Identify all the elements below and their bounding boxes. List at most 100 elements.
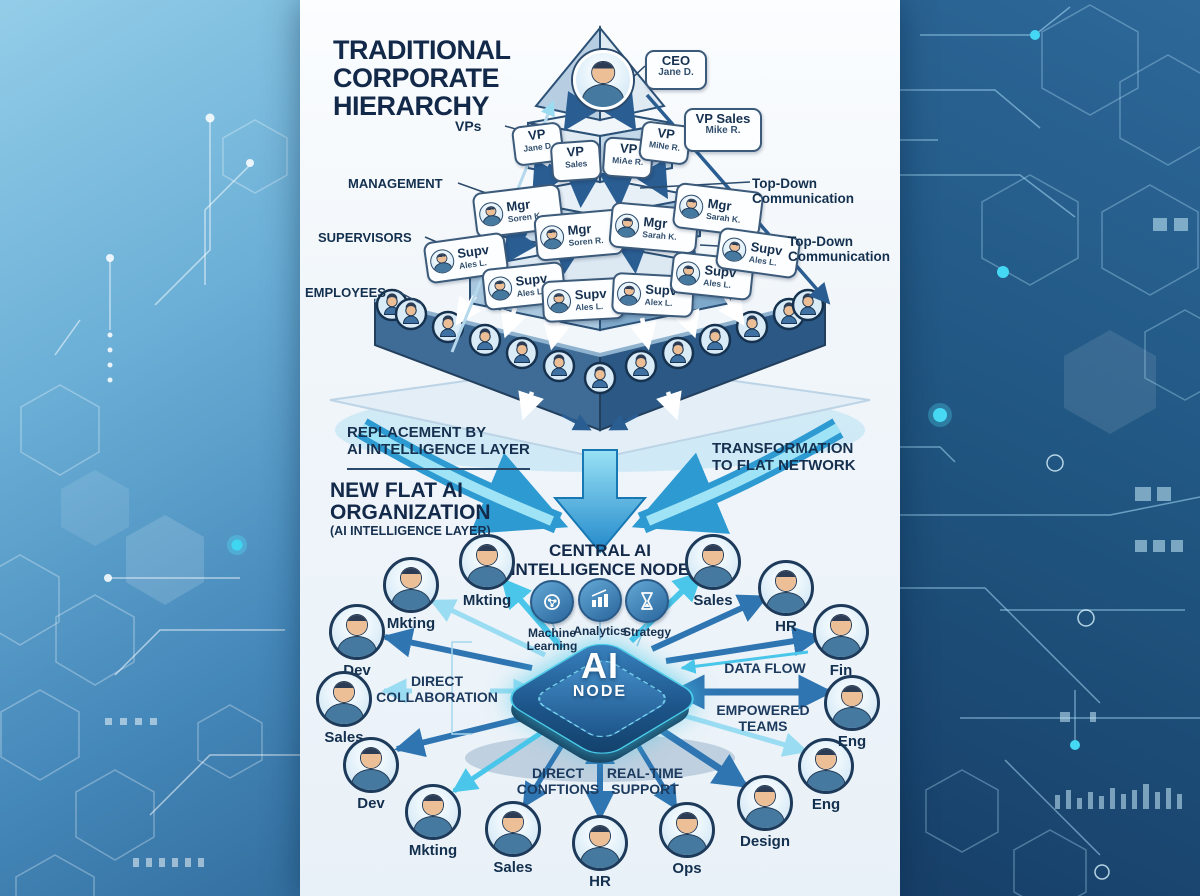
vp-sales-callout-title: VP Sales [695, 111, 751, 126]
team-node-label: Sales [493, 859, 533, 876]
team-avatar [329, 604, 385, 660]
team-node-ops: Ops [645, 802, 729, 877]
team-avatar [572, 815, 628, 871]
manager-box-name: Sarah K. [641, 229, 678, 243]
feature-label: Machine Learning [526, 626, 578, 653]
team-avatar [685, 534, 741, 590]
team-avatar [316, 671, 372, 727]
annotation-empowered-teams: EMPOWERED TEAMS [716, 702, 810, 734]
transformation-line1: TRANSFORMATION [712, 440, 854, 457]
supervisor-box-name: Ales L. [702, 277, 732, 291]
team-node-label: Sales [693, 592, 733, 609]
feature-machine-learning: Machine Learning [504, 580, 600, 653]
team-node-hr: HR [744, 560, 828, 635]
team-node-label: Dev [357, 795, 385, 812]
team-node-dev: Dev [315, 604, 399, 679]
team-node-label: Design [739, 833, 790, 850]
team-avatar [758, 560, 814, 616]
feature-label: Strategy [622, 625, 672, 639]
transformation-label: TRANSFORMATION TO FLAT NETWORK [712, 440, 856, 474]
annotation-realtime-support: REAL-TIME SUPPORT [606, 765, 684, 797]
manager-avatar [677, 193, 705, 221]
transformation-line2: TO FLAT NETWORK [712, 457, 856, 474]
annotation-direct-collaboration: DIRECT COLLABORATION [376, 673, 498, 705]
team-avatar [824, 675, 880, 731]
flat-org-title: NEW FLAT AI ORGANIZATION (AI INTELLIGENC… [330, 479, 491, 539]
ceo-callout-name: Jane D. [658, 67, 694, 78]
supervisor-avatar [674, 260, 702, 287]
team-node-label: Ops [672, 860, 702, 877]
team-node-label: Mkting [408, 842, 458, 859]
team-node-label: Fin [829, 662, 853, 679]
replacement-line1: REPLACEMENT BY [347, 424, 487, 441]
supervisor-box-name: Ales L. [575, 300, 604, 313]
vp-box-name: Sales [564, 158, 588, 170]
feature-strategy: Strategy [599, 579, 695, 639]
hierarchy-title-line3: HIERARCHY [333, 91, 490, 121]
left-tech-background [0, 0, 300, 896]
chip-label: AI NODE [505, 648, 695, 700]
team-node-eng: Eng [810, 675, 894, 750]
team-avatar [459, 534, 515, 590]
flat-org-title-line2: ORGANIZATION [330, 501, 491, 524]
vp-sales-callout: VP Sales Mike R. [684, 108, 762, 152]
manager-avatar [539, 224, 566, 251]
hierarchy-title-line1: TRADITIONAL [333, 35, 511, 65]
team-avatar [383, 557, 439, 613]
vp-box: VP Sales [549, 139, 603, 183]
team-avatar [405, 784, 461, 840]
analytics-icon [578, 578, 622, 622]
ceo-avatar [573, 50, 633, 110]
team-node-dev: Dev [329, 737, 413, 812]
supervisor-avatar [616, 281, 642, 307]
team-node-label: Mkting [386, 615, 436, 632]
hierarchy-title-line2: CORPORATE [333, 63, 500, 93]
flat-org-subtitle: (AI INTELLIGENCE LAYER) [330, 524, 491, 538]
manager-box-name: Soren R. [568, 234, 604, 248]
chip-label-line2: NODE [572, 683, 628, 700]
team-node-label: Eng [811, 796, 841, 813]
manager-avatar [477, 200, 505, 228]
replacement-line2: AI INTELLIGENCE LAYER [347, 441, 530, 458]
team-node-sales: Sales [302, 671, 386, 746]
tier-label-vps: VPs [455, 118, 482, 134]
supervisor-avatar [428, 247, 456, 275]
central-node-line2: INTELLIGENCE NODE [510, 560, 690, 579]
tier-label-management: MANAGEMENT [348, 176, 443, 191]
annotation-data-flow: DATA FLOW [724, 660, 806, 676]
feature-analytics: Analytics [552, 578, 648, 638]
team-node-label: Eng [837, 733, 867, 750]
team-node-mkting: Mkting [445, 534, 529, 609]
team-node-hr: HR [558, 815, 642, 890]
team-avatar [485, 801, 541, 857]
team-node-mkting: Mkting [369, 557, 453, 632]
hourglass-icon [625, 579, 669, 623]
central-node-label: CENTRAL AI INTELLIGENCE NODE [490, 541, 710, 579]
supervisor-box-name: Alex L. [644, 296, 673, 309]
supervisor-avatar [486, 275, 514, 302]
team-node-label: HR [589, 873, 611, 890]
circuit-pattern-right-icon [900, 4, 1200, 896]
supervisor-avatar [546, 288, 572, 314]
vp-sales-callout-name: Mike R. [705, 125, 741, 136]
ceo-callout: CEO Jane D. [645, 50, 707, 90]
hierarchy-title: TRADITIONAL CORPORATE HIERARCHY [333, 35, 511, 121]
team-node-sales: Sales [671, 534, 755, 609]
team-node-mkting: Mkting [391, 784, 475, 859]
chip-label-line1: AI [581, 645, 619, 686]
feature-label: Analytics [573, 624, 627, 638]
ceo-callout-title: CEO [661, 53, 691, 68]
team-avatar [659, 802, 715, 858]
manager-avatar [614, 212, 641, 239]
supervisor-avatar [720, 236, 748, 264]
central-node-line1: CENTRAL AI [549, 541, 651, 560]
replacement-label: REPLACEMENT BY AI INTELLIGENCE LAYER [347, 424, 530, 470]
team-node-sales: Sales [471, 801, 555, 876]
topdown-label-1: Top-Down Communication [752, 176, 855, 206]
tier-label-supervisors: SUPERVISORS [318, 230, 412, 245]
flat-org-title-line1: NEW FLAT AI [330, 479, 463, 502]
brain-icon [530, 580, 574, 624]
right-tech-background [900, 0, 1200, 896]
circuit-pattern-left-icon [0, 113, 300, 896]
